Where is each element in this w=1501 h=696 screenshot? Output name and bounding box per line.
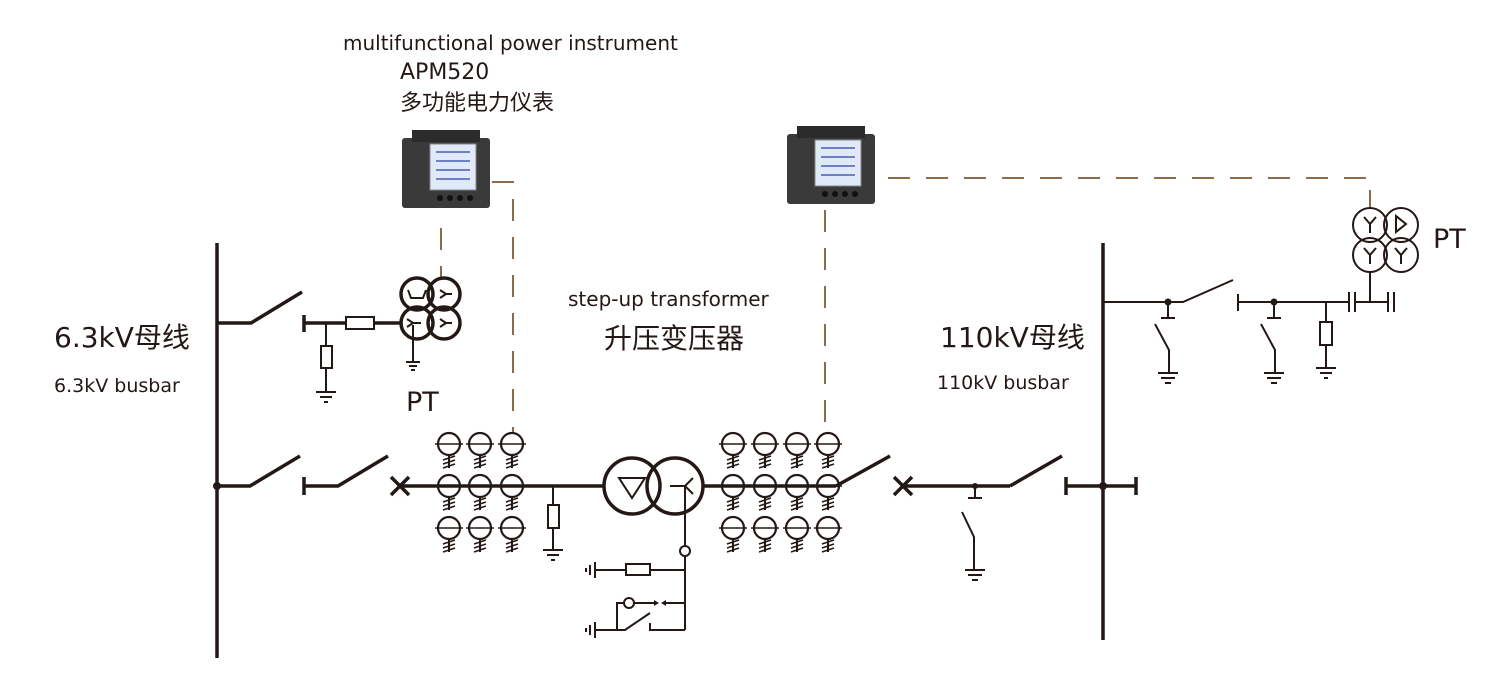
transformer-label-en: step-up transformer — [568, 287, 770, 311]
meter-caption-en: multifunctional power instrument — [343, 31, 678, 55]
surge-arrester-icon — [625, 563, 651, 576]
earthing-switch-icon — [1260, 302, 1284, 384]
left-bus-label-en: 6.3kV busbar — [54, 375, 180, 397]
surge-arrester-icon — [1319, 321, 1333, 346]
pt-icon — [1352, 207, 1419, 273]
earthing-switch-icon — [961, 486, 985, 581]
fuse-icon — [345, 316, 375, 330]
right-bus-label-zh: 110kV母线 — [940, 321, 1085, 354]
ground-icon — [585, 622, 596, 638]
current-transformer-icon — [814, 431, 842, 469]
current-transformer-icon — [498, 473, 526, 511]
ground-icon — [543, 549, 563, 561]
signal-wiring — [440, 177, 1371, 432]
current-transformer-icon — [435, 473, 463, 511]
current-transformer-icon — [466, 515, 494, 553]
transformer-label-zh: 升压变压器 — [604, 322, 744, 355]
right-bus-label-en: 110kV busbar — [937, 372, 1069, 394]
current-transformer-icon — [783, 515, 811, 553]
earthing-switch-icon — [1154, 302, 1178, 384]
main-feeder — [213, 454, 1138, 581]
left-pt-label: PT — [406, 387, 439, 418]
surge-arrester-icon — [320, 345, 333, 369]
ground-icon — [585, 562, 596, 578]
current-transformer-icon — [814, 473, 842, 511]
current-transformer-icon — [751, 431, 779, 469]
left-bus-label-zh: 6.3kV母线 — [54, 321, 190, 354]
current-transformer-icon — [719, 515, 747, 553]
step-up-transformer-icon — [602, 456, 705, 516]
neutral-grounding — [585, 486, 691, 638]
ground-icon — [1316, 367, 1336, 379]
pt-icon — [399, 276, 462, 371]
current-transformer-icon — [498, 431, 526, 469]
ground-icon — [316, 391, 336, 403]
current-transformer-icon — [751, 515, 779, 553]
current-transformer-icon — [719, 473, 747, 511]
power-meter-icon — [787, 126, 875, 204]
meter-caption-zh: 多功能电力仪表 — [400, 91, 554, 116]
current-transformer-icon — [435, 515, 463, 553]
current-transformer-icon — [814, 515, 842, 553]
left-pt-branch — [217, 276, 462, 403]
capacitor-divider-icon — [1348, 292, 1395, 312]
current-transformer-icon — [498, 515, 526, 553]
current-transformer-group — [435, 431, 842, 553]
current-transformer-icon — [719, 431, 747, 469]
right-pt-branch — [1103, 207, 1419, 384]
current-transformer-icon — [466, 431, 494, 469]
right-pt-label: PT — [1433, 224, 1466, 255]
surge-arrester-icon — [547, 504, 560, 529]
current-transformer-icon — [783, 431, 811, 469]
power-meter-icon — [402, 130, 490, 208]
meter-model: APM520 — [400, 60, 489, 85]
current-transformer-icon — [466, 473, 494, 511]
current-transformer-icon — [783, 473, 811, 511]
current-transformer-icon — [751, 473, 779, 511]
current-transformer-icon — [435, 431, 463, 469]
